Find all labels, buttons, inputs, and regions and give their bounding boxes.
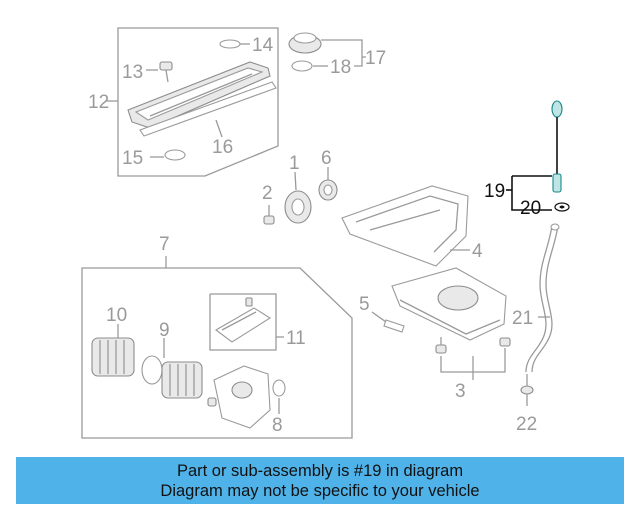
callout-14: 14 <box>252 35 274 56</box>
front-seal[interactable] <box>318 179 338 201</box>
valve-cover[interactable] <box>127 61 271 129</box>
dipstick-tube[interactable] <box>525 223 560 373</box>
banner-line-2: Diagram may not be specific to your vehi… <box>160 481 480 500</box>
callout-8: 8 <box>272 415 283 436</box>
oil-filter-module-group <box>81 256 353 439</box>
callout-6: 6 <box>321 148 332 169</box>
callout-17: 17 <box>365 48 386 69</box>
oil-pipe[interactable] <box>383 319 405 333</box>
crank-pulley[interactable] <box>284 190 312 224</box>
callout-18: 18 <box>330 57 351 78</box>
callout-3: 3 <box>455 381 466 402</box>
callout-13: 13 <box>122 62 143 83</box>
cover-bolt[interactable] <box>159 61 173 83</box>
callout-15: 15 <box>122 148 143 169</box>
tube-seal[interactable] <box>520 385 534 395</box>
callout-22: 22 <box>516 414 537 435</box>
parts-diagram: 12 13 14 15 16 17 18 1 2 6 4 <box>81 27 570 439</box>
callout-5: 5 <box>359 294 370 315</box>
drain-plug[interactable] <box>435 337 447 354</box>
callout-20: 20 <box>520 198 541 219</box>
gasket-kit[interactable] <box>215 297 272 343</box>
callout-9: 9 <box>159 320 170 341</box>
dipstick-assembly[interactable] <box>551 100 563 193</box>
seal-ring-15[interactable] <box>164 149 186 161</box>
callout-2: 2 <box>262 183 273 204</box>
callout-7: 7 <box>159 234 170 255</box>
pulley-bolt[interactable] <box>263 205 275 225</box>
seal-ring-14[interactable] <box>219 39 241 49</box>
filter-housing[interactable] <box>207 365 271 429</box>
callout-4: 4 <box>472 241 483 262</box>
oil-filler-cap[interactable] <box>288 32 322 54</box>
oil-pan[interactable] <box>391 267 507 341</box>
part-info-banner: Part or sub-assembly is #19 in diagram D… <box>16 457 624 504</box>
oil-filter[interactable] <box>91 337 135 377</box>
dipstick-oring[interactable] <box>554 202 570 212</box>
valve-cover-group <box>106 27 279 177</box>
callout-21: 21 <box>512 308 533 329</box>
callout-10: 10 <box>106 305 127 326</box>
callout-1: 1 <box>289 153 300 174</box>
housing-oring[interactable] <box>272 379 286 397</box>
oil-baffle[interactable] <box>341 185 469 267</box>
callout-12: 12 <box>88 92 109 113</box>
filter-element[interactable] <box>161 361 203 399</box>
callout-16: 16 <box>212 137 233 158</box>
valve-cover-gasket[interactable] <box>139 81 277 137</box>
callout-11: 11 <box>286 328 306 349</box>
filler-cap-gasket[interactable] <box>291 60 313 72</box>
filter-gasket[interactable] <box>141 355 163 385</box>
banner-line-1: Part or sub-assembly is #19 in diagram <box>176 461 464 480</box>
oil-filler-cap-group <box>288 32 366 72</box>
pan-bolt[interactable] <box>499 337 511 347</box>
callout-19: 19 <box>484 181 505 202</box>
